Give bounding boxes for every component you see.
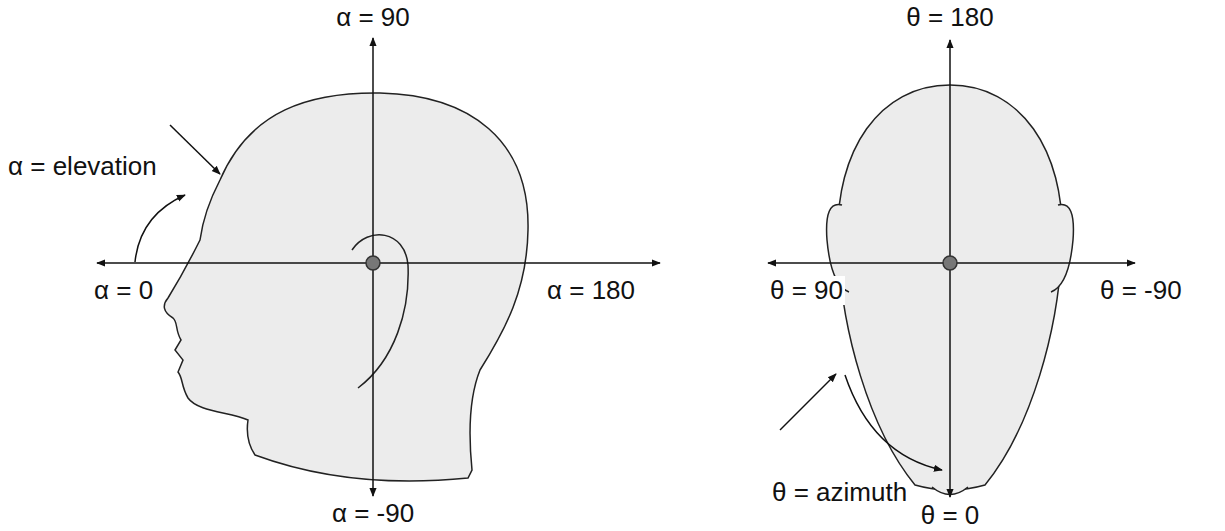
angle-label: θ = 90 — [768, 276, 845, 305]
leader-line — [170, 125, 220, 174]
angle-label: α = 180 — [545, 276, 637, 305]
ear-right — [1051, 204, 1073, 292]
origin-dot — [366, 256, 380, 270]
elevation-arc — [135, 195, 185, 262]
leader-line — [780, 374, 836, 430]
angle-label: θ = azimuth — [770, 478, 909, 507]
angle-label: α = 0 — [92, 276, 155, 305]
angle-label: θ = 180 — [904, 3, 995, 32]
azimuth-arc — [845, 375, 942, 470]
head-profile — [164, 93, 528, 481]
angle-label: α = 90 — [334, 3, 412, 32]
origin-dot — [943, 256, 957, 270]
angle-label: θ = 0 — [919, 501, 982, 530]
ear-side — [352, 235, 408, 388]
angle-label: α = -90 — [330, 499, 416, 528]
angle-label: θ = -90 — [1098, 276, 1184, 305]
angle-label: α = elevation — [6, 152, 159, 181]
